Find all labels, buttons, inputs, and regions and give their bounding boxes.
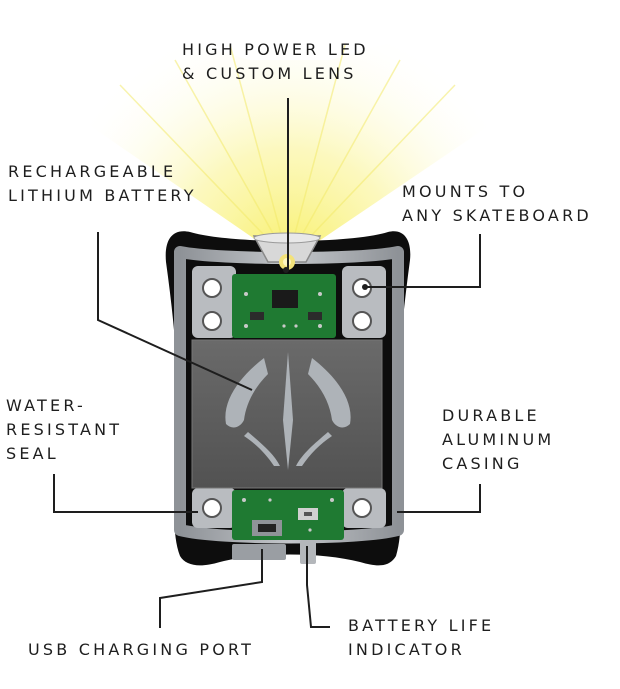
battery xyxy=(191,339,383,489)
label-battery-line1: RECHARGEABLE xyxy=(8,162,177,181)
leader-indicator xyxy=(306,546,330,628)
label-mounts-line1: MOUNTS TO xyxy=(402,182,529,201)
leader-mounts xyxy=(365,234,481,288)
label-seal-line3: SEAL xyxy=(6,444,59,463)
label-casing-line2: ALUMINUM xyxy=(442,430,555,449)
label-battery-line2: LITHIUM BATTERY xyxy=(8,186,197,205)
label-mounts: MOUNTS TO ANY SKATEBOARD xyxy=(402,180,592,228)
label-usb: USB CHARGING PORT xyxy=(28,638,254,662)
label-indicator-line1: BATTERY LIFE xyxy=(348,616,495,635)
label-led-line2: & CUSTOM LENS xyxy=(182,64,357,83)
label-usb-line1: USB CHARGING PORT xyxy=(28,640,255,659)
leader-lines xyxy=(53,98,481,628)
brand-logo xyxy=(225,352,351,470)
label-led-line1: HIGH POWER LED xyxy=(182,40,369,59)
leader-led-dot xyxy=(283,267,289,273)
label-seal-line2: RESISTANT xyxy=(6,420,123,439)
leader-battery xyxy=(97,232,253,391)
usb-port xyxy=(232,544,286,560)
label-indicator: BATTERY LIFE INDICATOR xyxy=(348,614,494,662)
label-casing: DURABLE ALUMINUM CASING xyxy=(442,404,554,476)
leader-casing xyxy=(397,484,481,513)
label-casing-line1: DURABLE xyxy=(442,406,540,425)
pcb-bottom xyxy=(232,490,344,540)
pcb-top xyxy=(232,274,336,338)
label-casing-line3: CASING xyxy=(442,454,523,473)
label-led: HIGH POWER LED & CUSTOM LENS xyxy=(182,38,369,86)
label-seal: WATER- RESISTANT SEAL xyxy=(6,394,122,466)
light-beam xyxy=(60,30,505,262)
label-indicator-line2: INDICATOR xyxy=(348,640,465,659)
leader-usb xyxy=(159,549,263,628)
label-seal-line1: WATER- xyxy=(6,396,86,415)
leader-seal xyxy=(53,474,198,513)
aluminum-frame xyxy=(174,246,404,544)
label-mounts-line2: ANY SKATEBOARD xyxy=(402,206,592,225)
leader-mounts-dot xyxy=(362,284,368,290)
label-battery: RECHARGEABLE LITHIUM BATTERY xyxy=(8,160,197,208)
